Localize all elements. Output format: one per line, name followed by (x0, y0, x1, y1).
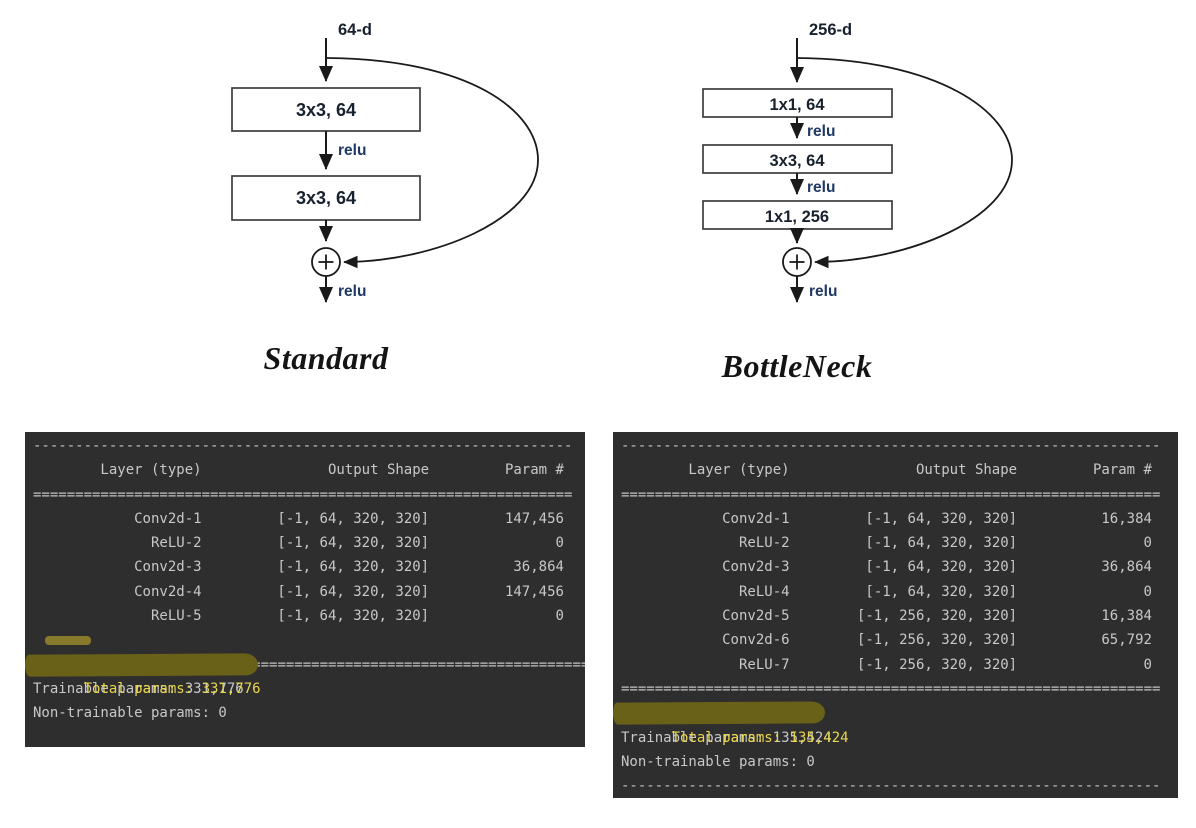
separator-line: ----------------------------------------… (33, 438, 573, 454)
skip-connection-curve (796, 57, 1013, 269)
cell-param: 16,384 (1101, 510, 1152, 527)
relu-label: relu (809, 283, 837, 300)
separator-line: ----------------------------------------… (621, 438, 1161, 454)
relu-label: relu (807, 179, 835, 196)
header-param-count: Param # (1092, 462, 1152, 479)
conv-box-2-label: 3x3, 64 (769, 152, 825, 170)
cell-layer: Conv2d-6 (722, 632, 790, 649)
table-row: Conv2d-5 [-1, 256, 320, 320] 16,384 (621, 604, 1170, 628)
input-dim-label: 64-d (338, 21, 372, 39)
summary-header-row: Layer (type) Output Shape Param # (621, 458, 1170, 482)
cell-shape: [-1, 64, 320, 320] (865, 583, 1018, 600)
cell-shape: [-1, 64, 320, 320] (865, 559, 1018, 576)
total-params-line: Total params: 135,424 (613, 701, 1170, 746)
cell-shape: [-1, 64, 320, 320] (277, 510, 430, 527)
conv-box-1-label: 1x1, 64 (769, 96, 825, 114)
table-row: Conv2d-1 [-1, 64, 320, 320] 147,456 (33, 507, 577, 531)
cell-shape: [-1, 256, 320, 320] (856, 656, 1018, 673)
table-row: ReLU-7 [-1, 256, 320, 320] 0 (621, 653, 1170, 677)
table-row: Conv2d-1 [-1, 64, 320, 320] 16,384 (621, 507, 1170, 531)
cell-layer: ReLU-7 (738, 656, 790, 673)
cell-shape: [-1, 64, 320, 320] (277, 535, 430, 552)
table-row: Conv2d-4 [-1, 64, 320, 320] 147,456 (33, 580, 577, 604)
trainable-params-line: Trainable params: 331,776 (33, 680, 244, 697)
non-trainable-params-line: Non-trainable params: 0 (621, 753, 815, 770)
cell-shape: [-1, 256, 320, 320] (856, 632, 1018, 649)
separator-line: ========================================… (621, 486, 1161, 503)
cell-shape: [-1, 64, 320, 320] (865, 510, 1018, 527)
cell-shape: [-1, 64, 320, 320] (277, 559, 430, 576)
table-row: Conv2d-3 [-1, 64, 320, 320] 36,864 (621, 555, 1170, 579)
cell-shape: [-1, 64, 320, 320] (277, 583, 430, 600)
cell-shape: [-1, 256, 320, 320] (856, 608, 1018, 625)
cell-param: 0 (1143, 656, 1152, 673)
cell-layer: Conv2d-3 (134, 559, 202, 576)
marker-highlight (25, 652, 259, 677)
cell-param: 36,864 (1101, 559, 1152, 576)
cell-layer: ReLU-2 (738, 535, 790, 552)
cell-layer: ReLU-4 (738, 583, 790, 600)
table-row: ReLU-5 [-1, 64, 320, 320] 0 (33, 604, 577, 628)
header-param-count: Param # (504, 462, 564, 479)
cell-layer: Conv2d-1 (722, 510, 790, 527)
total-params-line: Total params: 331,776 (25, 652, 577, 697)
relu-label: relu (338, 142, 366, 159)
header-layer-type: Layer (type) (688, 462, 790, 479)
cell-layer: Conv2d-1 (134, 510, 202, 527)
header-output-shape: Output Shape (327, 462, 430, 479)
table-row: Conv2d-3 [-1, 64, 320, 320] 36,864 (33, 555, 577, 579)
conv-box-1-label: 3x3, 64 (296, 100, 356, 120)
relu-label: relu (338, 283, 366, 300)
conv-box-2-label: 3x3, 64 (296, 188, 356, 208)
cell-param: 65,792 (1101, 632, 1152, 649)
non-trainable-params-line: Non-trainable params: 0 (33, 705, 227, 722)
model-summary-terminal-bottleneck: ----------------------------------------… (613, 432, 1178, 798)
header-output-shape: Output Shape (915, 462, 1018, 479)
marker-highlight (613, 701, 826, 725)
cell-layer: ReLU-5 (150, 608, 202, 625)
cell-param: 147,456 (504, 510, 564, 527)
input-dim-label: 256-d (809, 21, 852, 39)
table-row: ReLU-2 [-1, 64, 320, 320] 0 (33, 531, 577, 555)
cell-layer: Conv2d-5 (722, 608, 790, 625)
cell-param: 0 (555, 608, 564, 625)
cell-param: 0 (1143, 535, 1152, 552)
table-row: Conv2d-6 [-1, 256, 320, 320] 65,792 (621, 628, 1170, 652)
conv-box-1 (231, 87, 421, 132)
model-summary-terminal-standard: ----------------------------------------… (25, 432, 585, 747)
caption-standard: Standard (263, 340, 389, 376)
caption-bottleneck: BottleNeck (721, 348, 873, 384)
bottleneck-block-diagram: 256-d 1x1, 64 relu 3x3, 64 relu 1x1, 256… (702, 21, 1013, 303)
summary-header-row: Layer (type) Output Shape Param # (33, 458, 577, 482)
separator-line: ----------------------------------------… (33, 726, 577, 747)
cell-shape: [-1, 64, 320, 320] (865, 535, 1018, 552)
cell-param: 147,456 (504, 583, 564, 600)
cell-layer: ReLU-2 (150, 535, 202, 552)
marker-smudge (45, 636, 91, 646)
conv-box-2 (231, 175, 421, 221)
separator-line: ========================================… (33, 486, 573, 503)
cell-param: 0 (555, 535, 564, 552)
cell-param: 16,384 (1101, 608, 1152, 625)
cell-param: 0 (1143, 583, 1152, 600)
cell-layer: Conv2d-3 (722, 559, 790, 576)
separator-line: ========================================… (33, 628, 585, 673)
separator-line: ----------------------------------------… (621, 778, 1161, 795)
separator-line: ========================================… (621, 680, 1161, 697)
cell-shape: [-1, 64, 320, 320] (277, 608, 430, 625)
conv-box-3 (702, 200, 893, 230)
table-row: ReLU-2 [-1, 64, 320, 320] 0 (621, 531, 1170, 555)
cell-layer: Conv2d-4 (134, 583, 202, 600)
standard-block-diagram: 64-d 3x3, 64 relu 3x3, 64 relu (231, 21, 539, 303)
cell-param: 36,864 (513, 559, 564, 576)
table-row: ReLU-4 [-1, 64, 320, 320] 0 (621, 580, 1170, 604)
relu-label: relu (807, 123, 835, 140)
header-layer-type: Layer (type) (100, 462, 202, 479)
skip-connection-curve (325, 57, 539, 269)
conv-box-3-label: 1x1, 256 (765, 208, 829, 226)
trainable-params-line: Trainable params: 135,424 (621, 729, 832, 746)
